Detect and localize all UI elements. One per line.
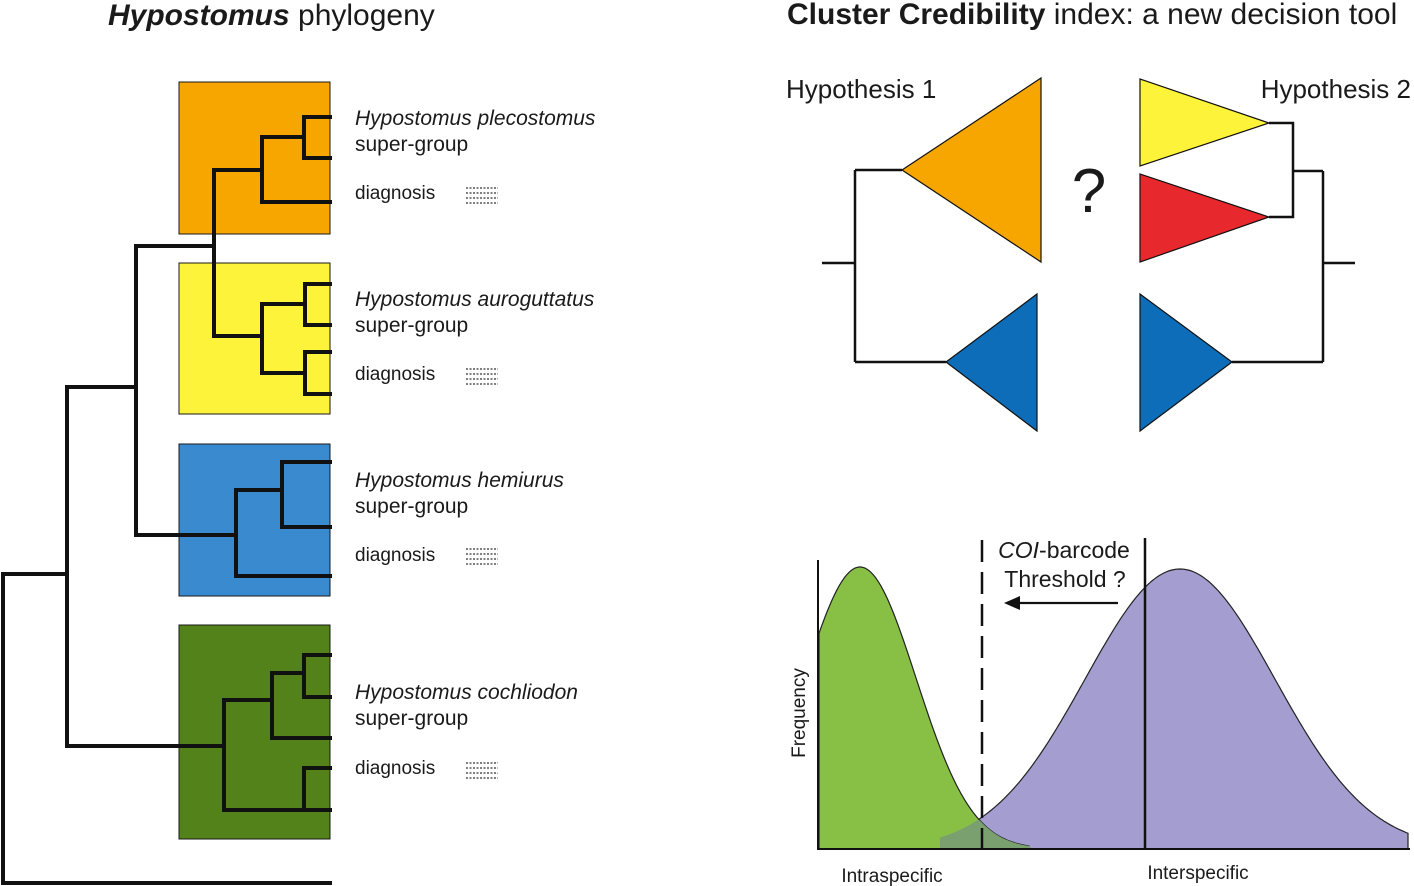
tree-node-main	[65, 385, 226, 748]
species-name: Hypostomus hemiurus	[355, 469, 564, 492]
group-label-plecostomus: Hypostomus plecostomus super-group diagn…	[355, 107, 596, 204]
super-group-label: super-group	[355, 707, 468, 730]
hypothesis-1-label: Hypothesis 1	[786, 74, 936, 104]
tree-node-plec-auro	[212, 168, 264, 338]
interspecific-distribution	[899, 568, 1409, 850]
hypothesis-1-orange-clade	[900, 76, 1042, 264]
tree-clade-hemiurus	[234, 460, 332, 578]
threshold-label-coi: COI	[998, 537, 1040, 563]
cluster-credibility-title: Cluster Credibility index: a new decisio…	[787, 0, 1397, 31]
diagnosis-dots-cochliodon	[466, 762, 498, 779]
shift-arrow	[1004, 596, 1118, 610]
x-label-intraspecific: Intraspecific	[841, 866, 942, 886]
super-group-label: super-group	[355, 133, 468, 156]
super-group-label: super-group	[355, 495, 468, 518]
barcode-gap-chart: COI-barcode Threshold ? Frequency Intras…	[789, 537, 1410, 886]
diagnosis-label: diagnosis	[355, 364, 435, 385]
phylogeny-title-rest: phylogeny	[290, 0, 435, 32]
species-name: Hypostomus cochliodon	[355, 681, 578, 704]
phylogeny-title-genus: Hypostomus	[108, 0, 290, 32]
chart-axes	[817, 560, 1410, 850]
phylogeny-tree	[1, 115, 332, 885]
group-label-auroguttatus: Hypostomus auroguttatus super-group diag…	[355, 288, 595, 385]
tree-root	[1, 572, 332, 885]
y-axis-label: Frequency	[789, 668, 810, 758]
threshold-label-line1: COI-barcode	[998, 537, 1130, 563]
phylogeny-title: Hypostomus phylogeny	[108, 0, 435, 32]
phylogeny-panel: Hypostomus phylogeny Hypostomus plecosto…	[1, 0, 596, 885]
threshold-label-barcode: -barcode	[1039, 537, 1130, 563]
hypothesis-2-label: Hypothesis 2	[1261, 74, 1411, 104]
threshold-label-line2: Threshold ?	[1004, 566, 1125, 592]
species-name: Hypostomus plecostomus	[355, 107, 596, 130]
shift-arrow-head	[1004, 596, 1020, 610]
group-label-hemiurus: Hypostomus hemiurus super-group diagnosi…	[355, 469, 564, 566]
diagnosis-dots-hemiurus	[466, 548, 498, 565]
x-label-interspecific: Interspecific	[1147, 863, 1248, 884]
diagnosis-label: diagnosis	[355, 758, 435, 779]
hypothesis-2-branches	[1232, 121, 1355, 364]
diagnosis-dots	[466, 187, 498, 779]
super-group-label: super-group	[355, 314, 468, 337]
diagnosis-label: diagnosis	[355, 183, 435, 204]
hypothesis-1-blue-clade	[945, 292, 1038, 433]
hypothesis-1-tree	[822, 168, 946, 364]
hypothesis-2-yellow-clade	[1139, 78, 1271, 167]
question-mark: ?	[1072, 157, 1106, 226]
species-name: Hypostomus auroguttatus	[355, 288, 595, 311]
tree-clade-plecostomus	[260, 115, 332, 204]
tree-clade-auroguttatus	[260, 282, 332, 396]
tree-clade-cochliodon	[222, 653, 332, 812]
clade-box-hemiurus	[178, 443, 331, 597]
group-label-cochliodon: Hypostomus cochliodon super-group diagno…	[355, 681, 578, 779]
hypothesis-2-red-clade	[1139, 173, 1271, 263]
diagnosis-dots-auroguttatus	[466, 368, 498, 385]
cluster-credibility-panel: Cluster Credibility index: a new decisio…	[786, 0, 1411, 886]
tree-node-upper	[134, 244, 238, 537]
hypothesis-2-blue-clade	[1139, 292, 1234, 433]
distribution-overlap	[940, 819, 1030, 849]
title-bold: Cluster Credibility	[787, 0, 1046, 31]
diagnosis-dots-plecostomus	[466, 187, 498, 204]
diagnosis-label: diagnosis	[355, 545, 435, 566]
hypothesis-1-branches	[822, 168, 946, 364]
hypothesis-2-tree	[1232, 121, 1355, 364]
clade-box-cochliodon	[178, 624, 331, 840]
title-rest: index: a new decision tool	[1045, 0, 1397, 31]
